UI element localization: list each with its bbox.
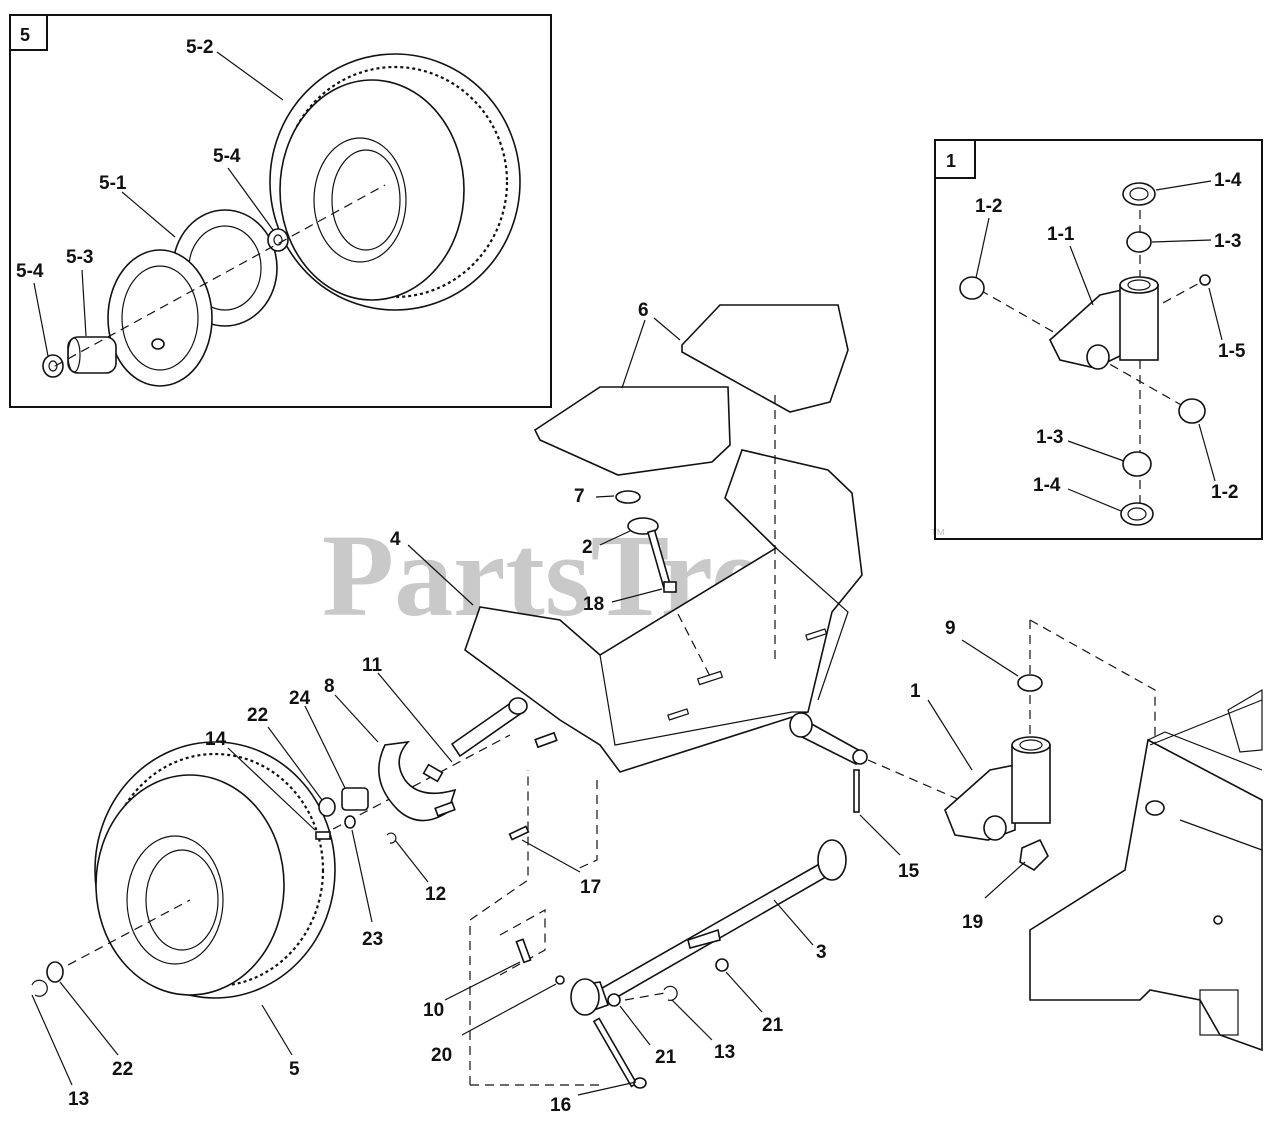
- spindle-1-1: [1049, 276, 1159, 370]
- bolt-10: [515, 938, 532, 964]
- bushing-21-upper: [715, 958, 729, 972]
- callout-1-4-top: 1-4: [1214, 170, 1242, 191]
- pin: [534, 731, 558, 749]
- callout-24: 24: [289, 688, 311, 709]
- callout-8: 8: [324, 676, 335, 697]
- callout-11: 11: [362, 655, 383, 676]
- detail-box-wheel-tag: 5: [20, 25, 30, 45]
- callout-10: 10: [423, 1000, 444, 1021]
- callout-5-4-left: 5-4: [16, 261, 44, 282]
- washer-22-outer: [46, 961, 64, 983]
- decal-6-right: [681, 304, 849, 413]
- grease-fitting-1-5: [1199, 274, 1211, 286]
- bearing-1-4-top: [1122, 182, 1156, 206]
- callout-13-outer: 13: [68, 1089, 89, 1110]
- spindle-1: [944, 736, 1051, 841]
- callout-19: 19: [962, 912, 983, 933]
- callout-22: 22: [247, 705, 268, 726]
- watermark-trademark: ™: [930, 527, 946, 544]
- tractor-frame: [1029, 688, 1263, 1052]
- cone-1-3-bottom: [1122, 451, 1152, 477]
- clamp-8: [378, 740, 457, 822]
- callout-21-lower: 21: [655, 1047, 677, 1068]
- callout-5-1: 5-1: [99, 173, 127, 194]
- callout-1-2-right: 1-2: [1211, 482, 1238, 503]
- callout-1-3-bottom: 1-3: [1036, 427, 1063, 448]
- callout-6: 6: [638, 300, 649, 321]
- decal-6-left: [533, 386, 731, 476]
- axle-3: [570, 839, 847, 1016]
- castle-nut-19: [1019, 838, 1049, 871]
- callout-18: 18: [583, 594, 604, 615]
- callout-1: 1: [910, 681, 921, 702]
- callout-16: 16: [550, 1095, 571, 1116]
- bolt-14: [315, 831, 331, 840]
- callout-5-3: 5-3: [66, 247, 93, 268]
- callout-21-upper: 21: [762, 1015, 784, 1036]
- callout-1-2-left: 1-2: [975, 196, 1002, 217]
- cone-1-3-top: [1126, 231, 1152, 253]
- bearing-1-4-bottom: [1120, 502, 1154, 526]
- detail-box-spindle: 1 1-4 1-3 1-2 1: [934, 139, 1263, 540]
- callout-13: 13: [714, 1042, 735, 1063]
- callout-12: 12: [425, 884, 446, 905]
- retaining-ring-13: [663, 985, 678, 1001]
- callout-3: 3: [816, 942, 827, 963]
- callout-1-5: 1-5: [1218, 341, 1246, 362]
- callout-1-3-top: 1-3: [1214, 231, 1241, 252]
- retaining-ring-12: [386, 832, 397, 844]
- callout-20: 20: [431, 1045, 452, 1066]
- callout-4: 4: [390, 529, 401, 550]
- callout-1-4-bottom: 1-4: [1033, 475, 1061, 496]
- retaining-ring-13-outer: [31, 979, 48, 997]
- bolt-17: [508, 825, 530, 841]
- washer-5-4-left: [42, 354, 64, 378]
- callout-15: 15: [898, 861, 920, 882]
- axle-frame-4: [450, 449, 868, 773]
- callout-5-4-right: 5-4: [213, 146, 241, 167]
- bushing-1-2-right: [1178, 398, 1206, 424]
- rim-5-1: [107, 209, 278, 387]
- bolt-15: [853, 769, 860, 813]
- bushing-21-lower: [607, 993, 621, 1007]
- tire-5-2: [269, 53, 521, 311]
- callout-14: 14: [205, 729, 227, 750]
- callout-1-1: 1-1: [1047, 224, 1075, 245]
- nut-18: [663, 581, 677, 593]
- callout-2: 2: [582, 537, 593, 558]
- bushing-5-3: [67, 336, 117, 374]
- washer-23: [344, 815, 356, 829]
- callout-5-2: 5-2: [186, 37, 213, 58]
- callout-23: 23: [362, 929, 383, 950]
- wheel-5: [94, 741, 336, 999]
- bearing-9: [1017, 674, 1043, 692]
- detail-box-wheel: 5: [9, 14, 552, 408]
- callout-17: 17: [580, 877, 601, 898]
- nut-20: [555, 975, 565, 985]
- bushing-24: [341, 787, 369, 811]
- callout-7: 7: [574, 486, 585, 507]
- callout-5: 5: [289, 1059, 300, 1080]
- bushing-1-2-left: [959, 276, 985, 300]
- washer-5-4-right: [267, 228, 289, 252]
- washer-22: [318, 797, 336, 817]
- cap-7: [615, 490, 641, 504]
- callout-9: 9: [945, 618, 956, 639]
- callout-22-outer: 22: [112, 1059, 133, 1080]
- bolt-16: [592, 1017, 638, 1088]
- detail-box-spindle-tag: 1: [946, 151, 956, 171]
- pivot-pin-2-head: [627, 517, 659, 535]
